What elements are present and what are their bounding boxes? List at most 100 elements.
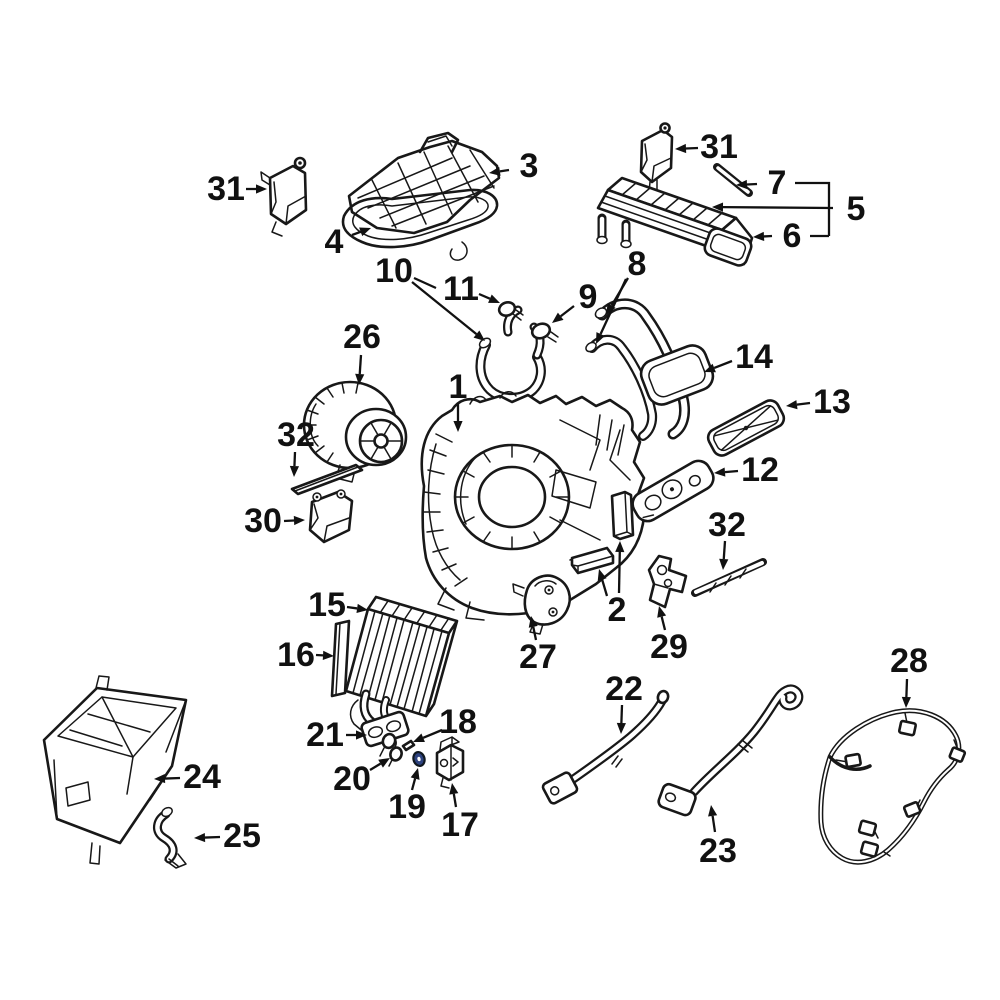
arrowhead-28	[901, 696, 911, 708]
callout-27: 27	[519, 616, 557, 676]
callout-label-2: 2	[608, 591, 627, 629]
callout-9: 9	[552, 278, 597, 323]
arrowhead-12	[714, 467, 726, 477]
arrowhead-1	[453, 421, 463, 432]
arrowhead-17	[449, 783, 459, 795]
callout-18: 18	[413, 703, 477, 743]
callout-29: 29	[650, 606, 688, 666]
part-ac-pipe-23	[657, 684, 804, 817]
callout-32: 32	[708, 506, 746, 570]
arrowhead-6	[753, 231, 765, 242]
callout-25: 25	[194, 817, 261, 855]
callout-19: 19	[388, 768, 426, 826]
part-oring-19	[412, 750, 426, 768]
callout-label-14: 14	[735, 338, 773, 376]
arrowhead-26	[355, 373, 365, 385]
callout-15: 15	[308, 586, 368, 624]
part-actuator-27	[512, 574, 571, 635]
part-vent-grille-13	[706, 399, 786, 457]
leader-line-19	[410, 778, 417, 791]
leader-line-5	[722, 205, 834, 210]
callout-label-20: 20	[333, 760, 371, 798]
part-ac-pipe-22	[541, 689, 670, 805]
leader-line-8	[610, 277, 629, 307]
callout-28: 28	[890, 642, 928, 708]
part-strip-32-left	[290, 463, 364, 496]
part-blower-motor-26	[302, 380, 408, 483]
arrowhead-3	[489, 166, 501, 176]
arrowhead-8	[596, 332, 605, 344]
callout-1: 1	[449, 368, 468, 432]
leader-line-4	[351, 230, 362, 237]
callout-label-21: 21	[306, 716, 344, 754]
arrowhead-24	[154, 773, 166, 784]
callout-label-17: 17	[441, 806, 479, 844]
callout-12: 12	[714, 451, 779, 489]
callout-30: 30	[244, 502, 305, 540]
leader-line-3	[499, 168, 510, 173]
leader-line-2	[617, 551, 621, 594]
part-bracket-12	[631, 459, 715, 523]
callout-label-32: 32	[277, 416, 315, 454]
arrowhead-4	[359, 227, 371, 237]
callout-label-31: 31	[700, 128, 738, 166]
callout-14: 14	[704, 338, 773, 376]
arrowhead-10	[473, 330, 485, 341]
part-hose-clamp-11	[497, 301, 524, 321]
callout-11: 11	[443, 270, 500, 308]
callout-label-24: 24	[183, 758, 221, 796]
part-expansion-valve-17	[435, 736, 465, 789]
arrowhead-23	[708, 805, 718, 817]
callout-label-29: 29	[650, 628, 688, 666]
callout-label-15: 15	[308, 586, 346, 624]
part-bracket-29	[647, 554, 688, 609]
part-hose-clamp-9	[530, 322, 559, 343]
callout-31: 31	[675, 128, 738, 166]
arrowhead-21	[356, 730, 367, 740]
arrowhead-18	[413, 733, 425, 743]
callout-5: 5	[712, 190, 865, 228]
callout-6: 6	[753, 217, 829, 255]
callout-21: 21	[306, 716, 367, 754]
callout-label-11: 11	[443, 270, 479, 308]
callout-label-6: 6	[783, 217, 802, 255]
part-pin-18	[401, 739, 416, 752]
callout-label-26: 26	[343, 318, 381, 356]
arrowhead-25	[194, 832, 206, 843]
parts-layer	[42, 122, 967, 869]
leader-line-22	[620, 704, 624, 724]
arrowhead-13	[786, 400, 798, 410]
callout-32: 32	[277, 416, 315, 477]
leader-line-18	[422, 728, 443, 739]
leader-line-31	[685, 146, 699, 150]
arrowhead-20	[378, 758, 390, 768]
callout-label-22: 22	[605, 670, 643, 708]
part-housing-cover-3	[347, 131, 501, 235]
leader-line-13	[796, 401, 811, 406]
callout-13: 13	[786, 383, 851, 421]
leader-line-15	[346, 605, 358, 610]
arrowhead-2	[615, 541, 625, 553]
arrowhead-15	[356, 603, 368, 613]
callout-label-19: 19	[388, 788, 426, 826]
callout-label-16: 16	[277, 636, 315, 674]
callout-26: 26	[343, 318, 381, 385]
arrowhead-19	[410, 768, 420, 780]
callout-8: 8	[596, 245, 646, 344]
leader-line-27	[532, 626, 538, 641]
arrowhead-2	[597, 569, 607, 581]
leader-line-24	[164, 776, 181, 780]
part-drain-hose-25	[153, 806, 187, 869]
callout-23: 23	[699, 805, 737, 870]
part-pipe-flange-21	[349, 689, 410, 748]
callout-label-10: 10	[375, 252, 413, 290]
callout-label-9: 9	[579, 278, 598, 316]
part-actuator-30	[308, 489, 354, 544]
arrowhead-14	[704, 363, 716, 373]
arrowhead-31	[256, 184, 267, 194]
leader-line-10	[411, 281, 478, 335]
arrowhead-16	[322, 650, 334, 660]
leader-line-11	[478, 292, 491, 300]
callout-label-1: 1	[449, 368, 468, 406]
